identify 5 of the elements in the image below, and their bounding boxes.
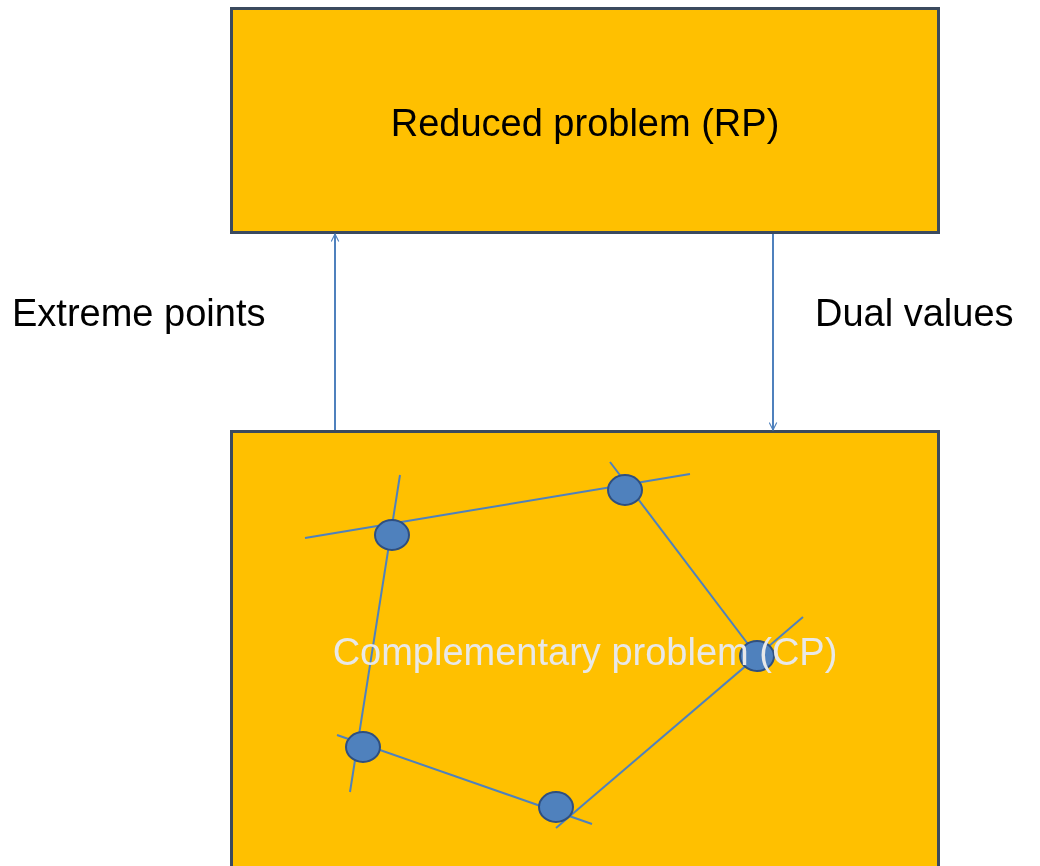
process-box [230,430,940,866]
box-title: Reduced problem (RP) [390,102,780,145]
arrow [768,233,778,431]
process-box [230,7,940,234]
arrow [330,233,340,431]
